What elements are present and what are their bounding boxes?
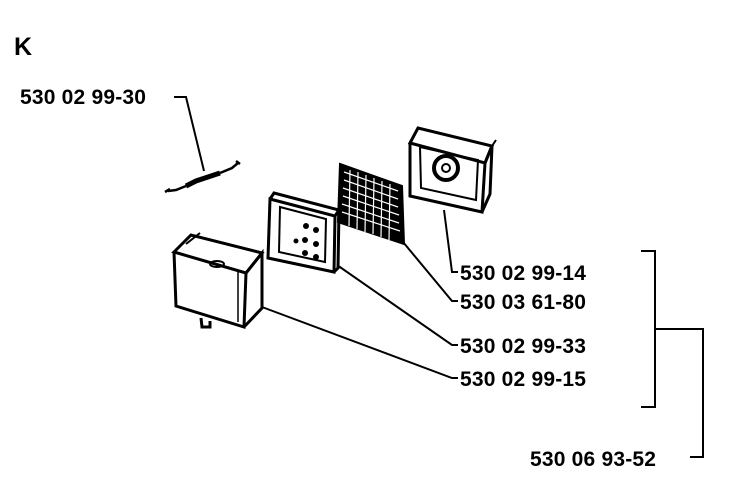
filter-plate-part	[266, 191, 342, 274]
leader-line-screen	[402, 241, 458, 302]
leader-line-holder	[443, 209, 458, 273]
air-filter-holder-part	[407, 126, 497, 214]
kit-bracket	[641, 250, 704, 458]
part-number-label: 530 02 99-15	[460, 368, 587, 391]
leader-lines	[174, 96, 458, 379]
filter-screen-part	[336, 162, 406, 246]
part-number-label: 530 02 99-30	[20, 86, 147, 109]
leader-line-spring	[174, 96, 205, 172]
section-letter: K	[14, 33, 33, 61]
part-number-label: 530 03 61-80	[460, 291, 587, 314]
part-number-label: 530 02 99-14	[460, 262, 587, 285]
kit-number-label: 530 06 93-52	[530, 448, 657, 471]
spring-part	[164, 160, 241, 194]
air-filter-cover-part	[171, 232, 265, 330]
part-number-label: 530 02 99-33	[460, 335, 587, 358]
leader-line-plate	[336, 264, 458, 346]
leader-line-cover	[261, 306, 458, 379]
